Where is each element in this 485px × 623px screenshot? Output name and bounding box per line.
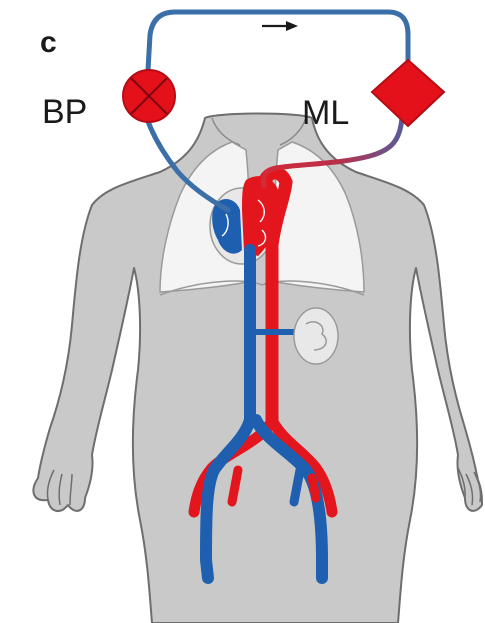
blood-pump-label: BP	[42, 95, 87, 129]
circle-with-x-icon	[123, 70, 175, 122]
membrane-lung-label: ML	[302, 96, 349, 130]
circuit-top-line	[148, 12, 408, 70]
left-leg-artery-stub	[232, 470, 238, 502]
diamond-icon	[372, 60, 444, 126]
right-leg-artery-stub	[294, 470, 300, 502]
flow-arrow-icon	[262, 21, 298, 31]
panel-letter: c	[40, 28, 57, 58]
right-leg-red-stub	[312, 478, 316, 498]
kidney-shape	[294, 308, 338, 364]
